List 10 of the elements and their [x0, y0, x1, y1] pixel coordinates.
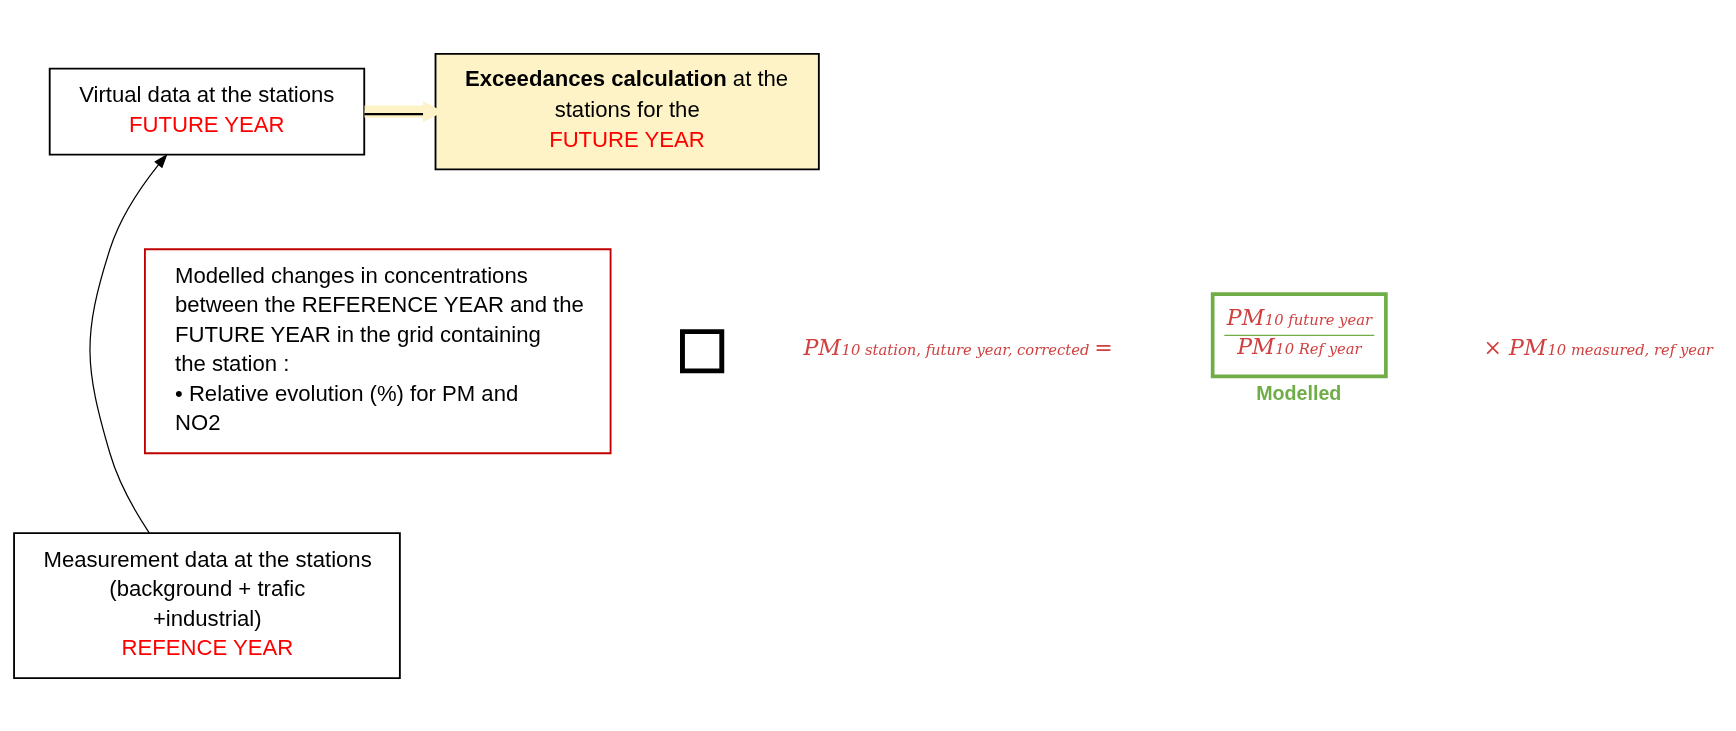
- node-box: Modelled changes in concentrations between the REFERENCE YEAR and the FUTURE YEAR in the grid containing the station : • Relative evolution (%) for PM and NO2: [144, 247, 612, 454]
- label: PM10 station, future year, corrected =: [803, 333, 1113, 360]
- label: × PM10 measured, ref year: [1483, 333, 1713, 360]
- node-box: [680, 328, 725, 373]
- node-label: Modelled: [1256, 381, 1342, 404]
- node-box: Measurement data at the stations (background + trafic +industrial) REFENCE YEAR: [13, 531, 401, 679]
- node-box: PM10 future year PM10 Ref year: [1210, 291, 1388, 378]
- node-box: Exceedances calculation at the stations for the FUTURE YEAR: [434, 52, 820, 170]
- arrow: [89, 153, 168, 533]
- node-box: Virtual data at the stations FUTURE YEAR: [48, 67, 366, 156]
